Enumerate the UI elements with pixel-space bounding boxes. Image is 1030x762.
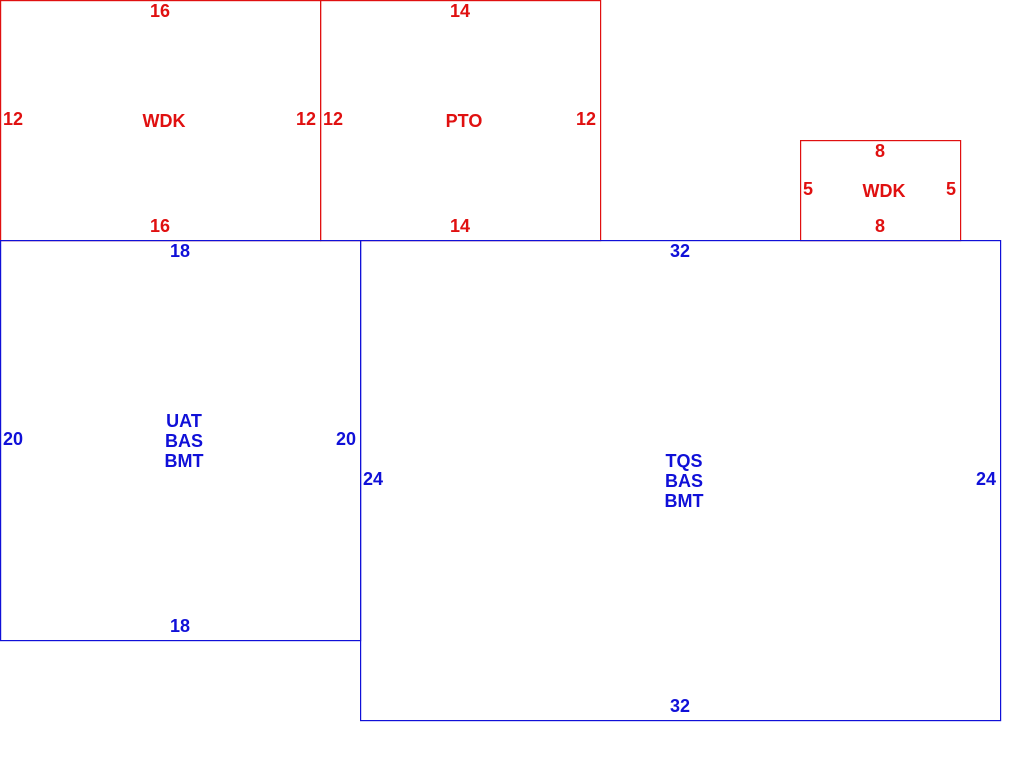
dimension-top: 8 [875, 141, 885, 161]
dimension-bottom: 8 [875, 216, 885, 236]
dimension-top: 32 [670, 241, 690, 261]
room-label: WDK [143, 111, 186, 131]
dimension-left: 20 [3, 429, 23, 449]
room-label: BMT [665, 491, 704, 511]
dimension-left: 5 [803, 179, 813, 199]
dimension-bottom: 14 [450, 216, 470, 236]
room-label: TQS [665, 451, 702, 471]
dimension-bottom: 18 [170, 616, 190, 636]
room-wdk-left: 16 16 12 12 WDK [0, 0, 322, 242]
room-label: PTO [446, 111, 483, 131]
dimension-left: 12 [3, 109, 23, 129]
room-pto: 14 14 12 12 PTO [320, 0, 602, 242]
dimension-right: 5 [946, 179, 956, 199]
dimension-left: 24 [363, 469, 383, 489]
room-label: UAT [166, 411, 202, 431]
dimension-top: 18 [170, 241, 190, 261]
dimension-bottom: 32 [670, 696, 690, 716]
room-label: BMT [165, 451, 204, 471]
dimension-right: 24 [976, 469, 996, 489]
dimension-right: 12 [296, 109, 316, 129]
dimension-top: 16 [150, 1, 170, 21]
dimension-bottom: 16 [150, 216, 170, 236]
room-label: BAS [165, 431, 203, 451]
dimension-top: 14 [450, 1, 470, 21]
dimension-right: 20 [336, 429, 356, 449]
dimension-right: 12 [576, 109, 596, 129]
room-label: BAS [665, 471, 703, 491]
room-outline [360, 240, 1002, 722]
dimension-left: 12 [323, 109, 343, 129]
room-label: WDK [863, 181, 906, 201]
room-wdk-right: 8 8 5 5 WDK [799, 140, 962, 242]
